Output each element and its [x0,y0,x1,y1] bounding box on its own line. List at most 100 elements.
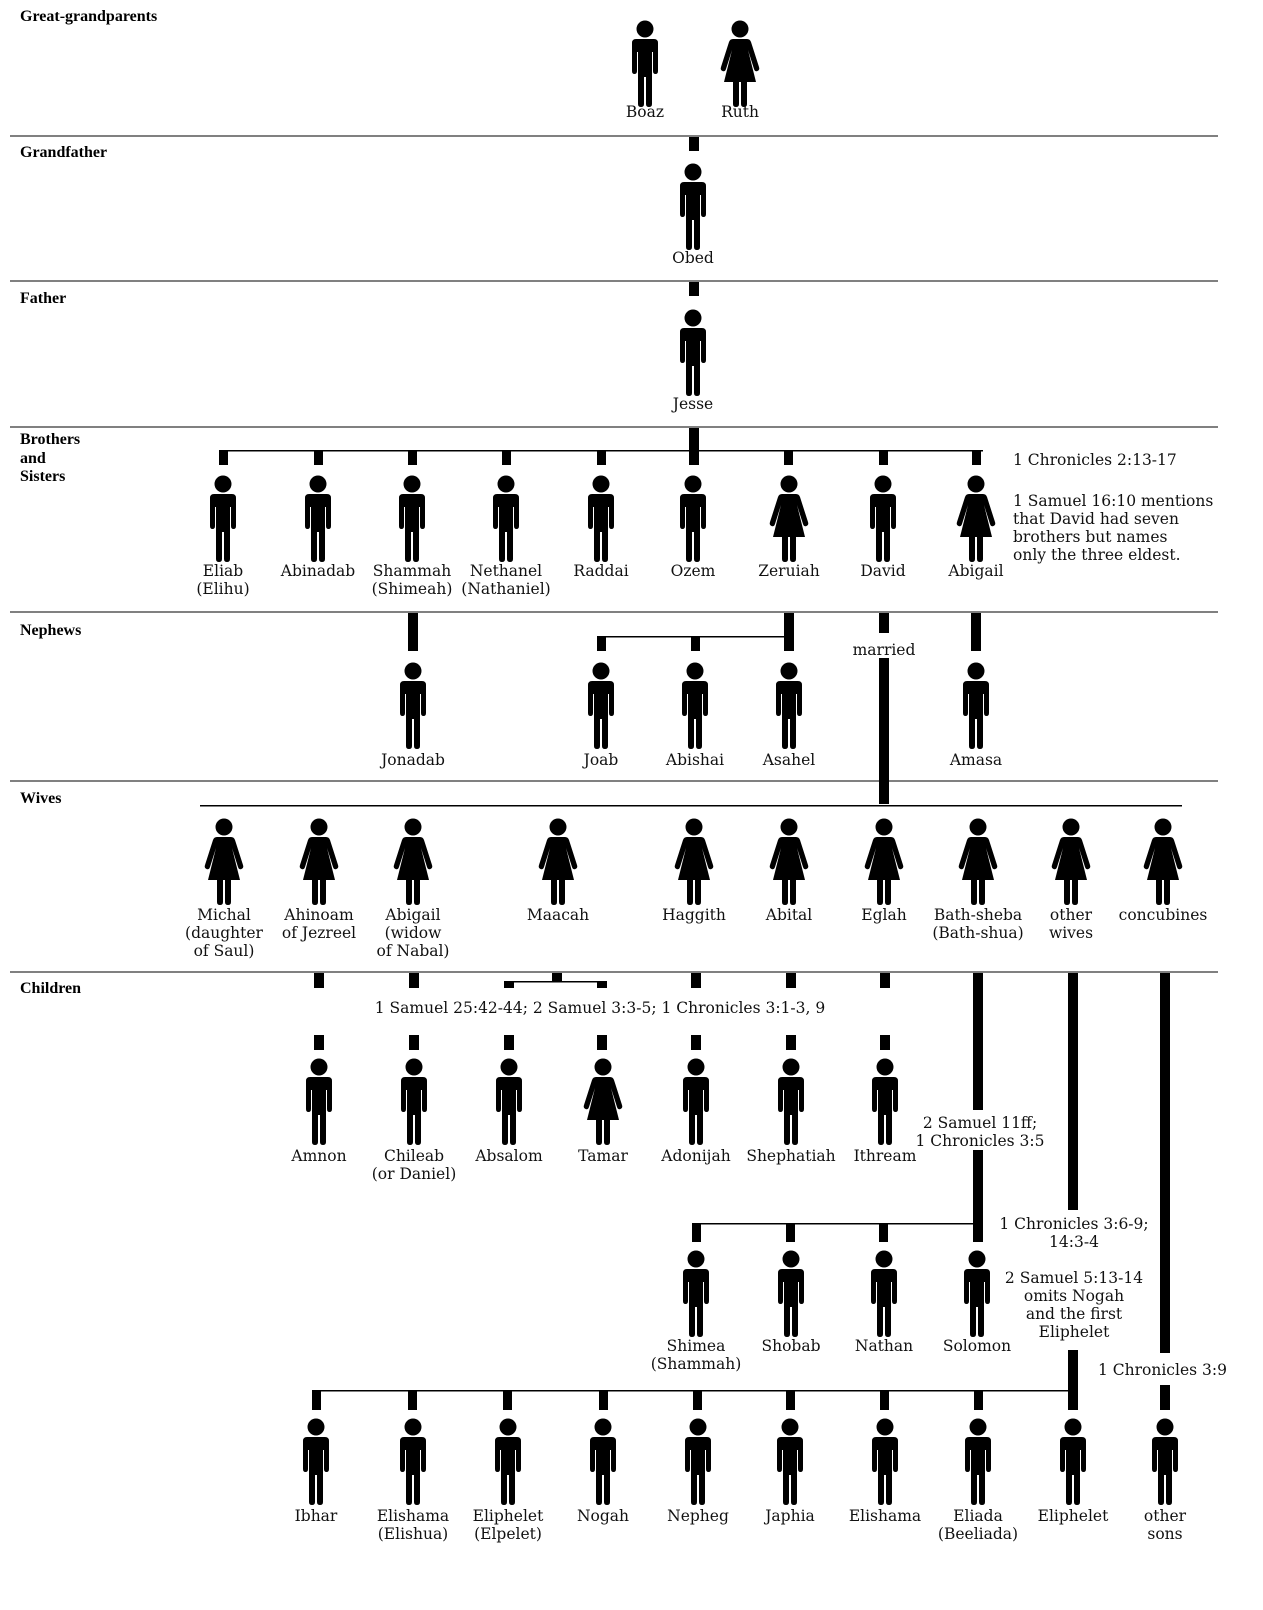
row-label-wives: Wives [20,790,61,807]
abital-label: Abital [765,906,813,924]
abital-person-icon [769,818,809,905]
tamar-person-icon [583,1058,623,1145]
row-label-and: and [20,450,46,467]
abigail_wife-label: (widow [385,924,443,942]
nethanel-label: Nethanel [470,562,542,580]
shammah-label: Shammah [373,562,451,580]
obed-label: Obed [672,249,714,267]
row-label-children: Children [20,980,81,997]
row-label-great-grandparents: Great-grandparents [20,8,157,25]
asahel-label: Asahel [762,751,816,769]
notes-layer: 1 Chronicles 2:13-171 Samuel 16:10 menti… [375,451,1227,1379]
jonadab-label: Jonadab [379,751,445,769]
other_sons-person-icon [1152,1418,1178,1505]
abishai-label: Abishai [665,751,724,769]
jesse-label: Jesse [671,395,713,413]
note-samuel_5: 2 Samuel 5:13-14 [1005,1269,1143,1287]
note-married: married [853,641,916,659]
eliab-label: Eliab [203,562,243,580]
amasa-label: Amasa [949,751,1002,769]
zeruiah-person-icon [769,475,809,562]
nepheg-label: Nepheg [667,1507,729,1525]
connectors [200,137,1182,1410]
elishama2-person-icon [872,1418,898,1505]
shobab-label: Shobab [761,1337,820,1355]
asahel-person-icon [776,662,802,749]
bathsheba-person-icon [958,818,998,905]
joab-label: Joab [582,751,619,769]
solomon-label: Solomon [943,1337,1011,1355]
note-chron_3_6: 14:3-4 [1049,1233,1099,1251]
abinadab-person-icon [305,475,331,562]
row-separators [10,135,1218,973]
note-wives_ref: 1 Samuel 25:42-44; 2 Samuel 3:3-5; 1 Chr… [375,999,826,1017]
eliphelet2-label: Eliphelet [1038,1507,1109,1525]
other_wives-label: other [1050,906,1093,924]
amnon-label: Amnon [290,1147,346,1165]
elishama2-label: Elishama [849,1507,921,1525]
ahinoam-label: of Jezreel [282,924,356,942]
other_sons-label: other [1144,1507,1187,1525]
adonijah-person-icon [683,1058,709,1145]
chileab-label: Chileab [384,1147,444,1165]
michal-person-icon [204,818,244,905]
ahinoam-label: Ahinoam [283,906,354,924]
haggith-label: Haggith [662,906,726,924]
concubines-label: concubines [1119,906,1208,924]
eliphelet1-label: (Elpelet) [474,1525,542,1543]
row-label-grandfather: Grandfather [20,144,107,161]
concubines-person-icon [1143,818,1183,905]
eglah-person-icon [864,818,904,905]
bathsheba-label: (Bath-shua) [932,924,1023,942]
michal-label: of Saul) [194,942,255,960]
shammah-person-icon [399,475,425,562]
note-chron_3_6: 1 Chronicles 3:6-9; [999,1215,1148,1233]
adonijah-label: Adonijah [660,1147,730,1165]
maacah-label: Maacah [527,906,589,924]
note-samuel_16: brothers but names [1013,528,1167,546]
ahinoam-person-icon [299,818,339,905]
note-samuel_11: 1 Chronicles 3:5 [916,1132,1045,1150]
other_wives-person-icon [1051,818,1091,905]
abishai-person-icon [682,662,708,749]
ruth-label: Ruth [721,103,759,121]
shimea-person-icon [683,1250,709,1337]
jonadab-person-icon [400,662,426,749]
raddai-person-icon [588,475,614,562]
maacah-person-icon [538,818,578,905]
shephatiah-label: Shephatiah [746,1147,835,1165]
ibhar-label: Ibhar [295,1507,338,1525]
zeruiah-label: Zeruiah [758,562,820,580]
boaz-label: Boaz [626,103,664,121]
note-samuel_11: 2 Samuel 11ff; [923,1114,1037,1132]
nethanel-person-icon [493,475,519,562]
tamar-label: Tamar [578,1147,628,1165]
note-chron_3_9: 1 Chronicles 3:9 [1098,1361,1227,1379]
ruth-person-icon [720,20,760,107]
shobab-person-icon [778,1250,804,1337]
eliada-person-icon [965,1418,991,1505]
row-label-nephews: Nephews [20,622,81,639]
eliphelet1-label: Eliphelet [473,1507,544,1525]
chileab-label: (or Daniel) [372,1165,457,1183]
japhia-label: Japhia [763,1507,815,1525]
eliada-label: Eliada [953,1507,1003,1525]
michal-label: Michal [197,906,251,924]
david-person-icon [870,475,896,562]
note-samuel_16: that David had seven [1013,510,1179,528]
amasa-person-icon [963,662,989,749]
abigail_wife-label: of Nabal) [377,942,450,960]
ozem-person-icon [680,475,706,562]
david-label: David [860,562,905,580]
row-label-sisters: Sisters [20,468,65,485]
absalom-person-icon [496,1058,522,1145]
nethanel-label: (Nathaniel) [461,580,550,598]
eliphelet2-person-icon [1060,1418,1086,1505]
other_sons-label: sons [1147,1525,1182,1543]
abinadab-label: Abinadab [280,562,355,580]
michal-label: (daughter [185,924,263,942]
nathan-label: Nathan [855,1337,913,1355]
eglah-label: Eglah [861,906,906,924]
